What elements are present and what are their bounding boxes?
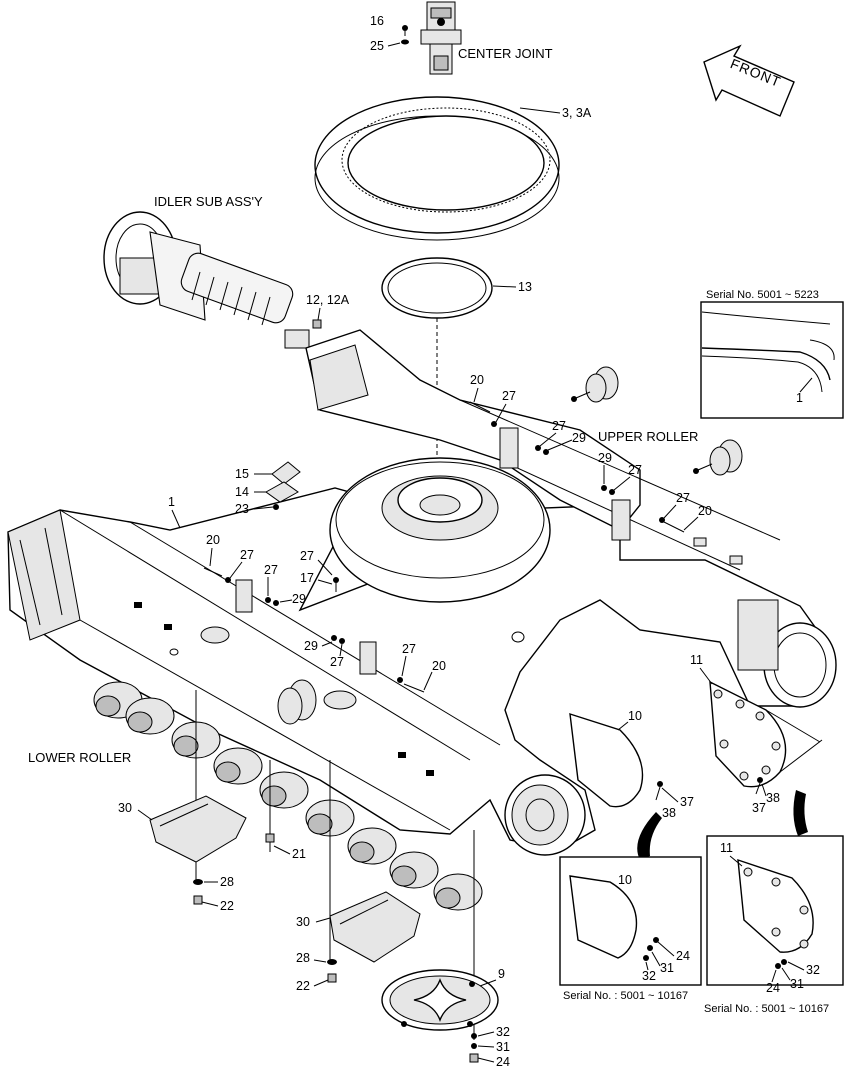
- cover-plate-9: [381, 969, 499, 1031]
- bolt-12: [312, 319, 322, 329]
- callout-21: 21: [292, 847, 306, 861]
- cover-plate-14: [265, 461, 301, 510]
- callout-16: 16: [370, 14, 384, 28]
- inset-mid-callout-32: 32: [642, 969, 656, 983]
- inset-right-callout-11: 11: [720, 841, 733, 855]
- seal-ring-13: [381, 257, 493, 319]
- callout-27i: 27: [402, 642, 416, 656]
- fasteners-37-38: [655, 777, 763, 801]
- front-arrow: FRONT: [703, 44, 795, 117]
- callout-20a: 20: [470, 373, 484, 387]
- callout-22b: 22: [296, 979, 310, 993]
- inset-mid-callout-24: 24: [676, 949, 690, 963]
- inset-serial-5001-5223: [700, 301, 844, 419]
- callout-1: 1: [168, 495, 175, 509]
- bolt-16: [401, 25, 409, 45]
- upper-roller-2: [693, 439, 743, 476]
- callout-9: 9: [498, 967, 505, 981]
- callout-14: 14: [235, 485, 249, 499]
- callout-27f: 27: [264, 563, 278, 577]
- callout-38b: 38: [766, 791, 780, 805]
- mounted-roller: [277, 679, 317, 725]
- center-joint-label: CENTER JOINT: [458, 46, 553, 61]
- callout-37a: 37: [680, 795, 694, 809]
- roller-guard-30a: [149, 795, 247, 905]
- callout-15: 15: [235, 467, 249, 481]
- callout-11: 11: [690, 653, 703, 667]
- callout-3-3A: 3, 3A: [562, 106, 592, 120]
- callout-29b: 29: [598, 451, 612, 465]
- callout-13: 13: [518, 280, 532, 294]
- callout-29a: 29: [572, 431, 586, 445]
- lower-roller-label: LOWER ROLLER: [28, 750, 131, 765]
- inset-top-serial: Serial No. 5001 ~ 5223: [706, 289, 819, 301]
- callout-27d: 27: [676, 491, 690, 505]
- inset-right-callout-24: 24: [766, 981, 780, 995]
- callout-31: 31: [496, 1040, 510, 1054]
- fasteners-9: [469, 1033, 479, 1063]
- callout-37b: 37: [752, 801, 766, 815]
- callout-29c: 29: [292, 592, 306, 606]
- inset-arrow-right: [793, 790, 808, 836]
- callout-28a: 28: [220, 875, 234, 889]
- callout-23: 23: [235, 502, 249, 516]
- inset-cover-10: [559, 856, 702, 986]
- callout-10: 10: [628, 709, 642, 723]
- callout-12-12A: 12, 12A: [306, 293, 350, 307]
- inset-right-callout-31: 31: [790, 977, 804, 991]
- inset-mid-callout-31: 31: [660, 961, 674, 975]
- callout-24: 24: [496, 1055, 510, 1069]
- callout-27a: 27: [502, 389, 516, 403]
- center-joint: [420, 1, 462, 75]
- swing-bearing-ring: [314, 96, 560, 241]
- callout-32: 32: [496, 1025, 510, 1039]
- idler-label: IDLER SUB ASS'Y: [154, 194, 263, 209]
- callout-27e: 27: [240, 548, 254, 562]
- upper-roller-1: [571, 366, 619, 403]
- idler-sub-assembly: [103, 211, 310, 349]
- roller-guard-30b: [327, 891, 421, 983]
- inset-mid-callout-10: 10: [618, 873, 632, 887]
- inset-right-callout-32: 32: [806, 963, 820, 977]
- cover-11: [709, 680, 787, 788]
- callout-17: 17: [300, 571, 314, 585]
- callout-30b: 30: [296, 915, 310, 929]
- swing-mount-ring: [329, 457, 551, 603]
- callout-25: 25: [370, 39, 384, 53]
- bolt-21: [265, 833, 275, 852]
- lower-bracket-hardware: [203, 567, 425, 693]
- lower-rollers-row-1: [93, 681, 483, 911]
- lower-track-frame: [7, 329, 837, 856]
- inset-callout-1: 1: [796, 391, 803, 405]
- callout-27b: 27: [552, 419, 566, 433]
- upper-bracket-hardware: [469, 401, 685, 541]
- callout-27g: 27: [300, 549, 314, 563]
- callout-20c: 20: [206, 533, 220, 547]
- callout-27h: 27: [330, 655, 344, 669]
- callout-29d: 29: [304, 639, 318, 653]
- callout-20b: 20: [698, 504, 712, 518]
- inset-mid-serial: Serial No. : 5001 ~ 10167: [563, 990, 688, 1002]
- callout-28b: 28: [296, 951, 310, 965]
- cover-10: [569, 713, 644, 808]
- callout-22a: 22: [220, 899, 234, 913]
- callout-20d: 20: [432, 659, 446, 673]
- inset-right-serial: Serial No. : 5001 ~ 10167: [704, 1003, 829, 1015]
- inset-cover-11: [706, 835, 844, 986]
- callout-30a: 30: [118, 801, 132, 815]
- inset-arrow-left: [637, 812, 662, 860]
- callout-38a: 38: [662, 806, 676, 820]
- callout-27c: 27: [628, 463, 642, 477]
- upper-roller-label: UPPER ROLLER: [598, 429, 698, 444]
